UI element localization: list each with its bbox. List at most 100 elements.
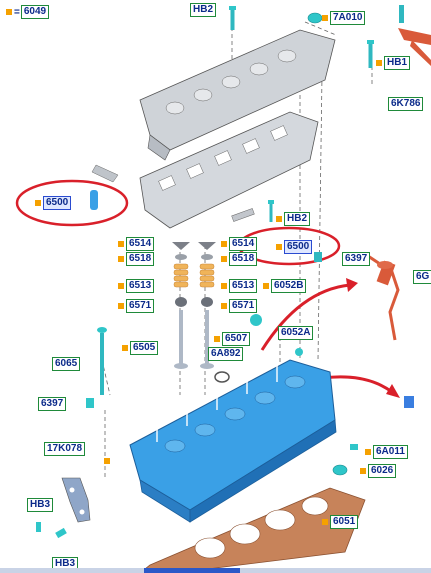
callout-6513-right: 6513 (221, 279, 258, 293)
label-6397-left[interactable]: 6397 (38, 397, 67, 411)
callout-6065: 6065 (52, 357, 81, 371)
callout-6518-left: 6518 (118, 252, 155, 266)
plug-6052a (295, 348, 303, 356)
marker-square-icon (214, 336, 220, 342)
label-6514-left[interactable]: 6514 (126, 237, 155, 251)
label-6571-left[interactable]: 6571 (126, 299, 155, 313)
bolt-hb3-bottom (55, 527, 67, 539)
washer-6026 (332, 464, 348, 476)
marker-square-icon (118, 283, 124, 289)
scrollbar-thumb[interactable] (144, 568, 240, 573)
label-6571-right[interactable]: 6571 (229, 299, 258, 313)
plug-6397-left (86, 398, 94, 408)
marker-square-icon (118, 256, 124, 262)
callout-6571-right: 6571 (221, 299, 258, 313)
label-6051[interactable]: 6051 (330, 515, 359, 529)
label-hb2-top[interactable]: HB2 (190, 3, 217, 17)
o-ring-6a892 (214, 371, 230, 383)
pointer-arrow-upper (260, 278, 358, 351)
cylinder-head (129, 359, 337, 523)
callout-6051: 6051 (322, 515, 359, 529)
callout-hb1: HB1 (376, 56, 411, 70)
marker-square-icon (221, 283, 227, 289)
callout-6052a: 6052A (278, 326, 314, 340)
marker-square-icon (221, 241, 227, 247)
marker-square-icon (221, 256, 227, 262)
callout-6505: 6505 (122, 341, 159, 355)
valve-stack-left (172, 242, 190, 369)
roller-follower-pair (231, 208, 255, 222)
clip-7a010 (307, 12, 323, 24)
label-6500-left[interactable]: 6500 (43, 196, 72, 210)
label-6513-left[interactable]: 6513 (126, 279, 155, 293)
callout-6a892: 6A892 (208, 347, 244, 361)
label-6500-right[interactable]: 6500 (284, 240, 313, 254)
bracket-17k078 (61, 477, 91, 523)
marker-square-icon (118, 303, 124, 309)
callout-6518-right: 6518 (221, 252, 258, 266)
marker-square-icon (276, 216, 282, 222)
bolt-hb1 (367, 40, 374, 68)
fitting-6a011 (350, 444, 358, 450)
sensor-6397-top (314, 252, 322, 262)
bolt-hb3-top (36, 522, 41, 532)
label-hb1[interactable]: HB1 (384, 56, 411, 70)
sensor-port-right (404, 396, 414, 408)
sensor-6g (367, 254, 400, 341)
head-bolt-6065 (97, 327, 107, 395)
label-6k786[interactable]: 6K786 (388, 97, 424, 111)
label-hb2-mid[interactable]: HB2 (284, 212, 311, 226)
legend-code[interactable]: 6049 (20, 5, 50, 19)
marker-square-icon (221, 303, 227, 309)
marker-square-icon (35, 200, 41, 206)
marker-square-icon (360, 468, 366, 474)
label-6514-right[interactable]: 6514 (229, 237, 258, 251)
label-6507[interactable]: 6507 (222, 332, 251, 346)
label-6397-top[interactable]: 6397 (342, 252, 371, 266)
marker-square-icon (118, 241, 124, 247)
marker-square-icon (322, 519, 328, 525)
marker-square-icon (322, 15, 328, 21)
seal-6052b (250, 314, 262, 326)
callout-hb2-top: HB2 (190, 3, 217, 17)
label-6052b[interactable]: 6052B (271, 279, 307, 293)
callout-6a011: 6A011 (365, 445, 408, 459)
legend-equals: = (14, 6, 20, 18)
bolt-hb2-mid (268, 200, 274, 222)
callout-6513-left: 6513 (118, 279, 155, 293)
label-6a892[interactable]: 6A892 (208, 347, 244, 361)
callout-6397-left: 6397 (38, 397, 67, 411)
callout-6052b: 6052B (263, 279, 307, 293)
callout-6026: 6026 (360, 464, 397, 478)
label-hb3-top[interactable]: HB3 (27, 498, 54, 512)
label-6513-right[interactable]: 6513 (229, 279, 258, 293)
label-6065[interactable]: 6065 (52, 357, 81, 371)
label-6052a[interactable]: 6052A (278, 326, 314, 340)
callout-6397-top: 6397 (342, 252, 371, 266)
label-6g[interactable]: 6G (413, 270, 431, 284)
label-6026[interactable]: 6026 (368, 464, 397, 478)
callout-6k786: 6K786 (388, 97, 424, 111)
camshaft-housing (139, 29, 336, 161)
bolt-hb2-top (229, 6, 236, 30)
callout-hb3-top: HB3 (27, 498, 54, 512)
callout-6514-right: 6514 (221, 237, 258, 251)
camshaft-carrier (139, 111, 319, 229)
label-7a010[interactable]: 7A010 (330, 11, 366, 25)
label-6518-right[interactable]: 6518 (229, 252, 258, 266)
fuel-rail-bracket (398, 5, 431, 66)
head-gasket-6051 (139, 487, 366, 573)
label-6505[interactable]: 6505 (130, 341, 159, 355)
marker-square-icon (376, 60, 382, 66)
callout-6514-left: 6514 (118, 237, 155, 251)
callout-6500-right: 6500 (276, 240, 313, 254)
label-6a011[interactable]: 6A011 (373, 445, 408, 459)
valve-stack-right (198, 242, 216, 369)
callout-6571-left: 6571 (118, 299, 155, 313)
label-6518-left[interactable]: 6518 (126, 252, 155, 266)
label-17k078[interactable]: 17K078 (44, 442, 86, 456)
tappet-6500-left (90, 164, 119, 210)
horizontal-scrollbar[interactable] (0, 568, 431, 573)
marker-square-icon (263, 283, 269, 289)
